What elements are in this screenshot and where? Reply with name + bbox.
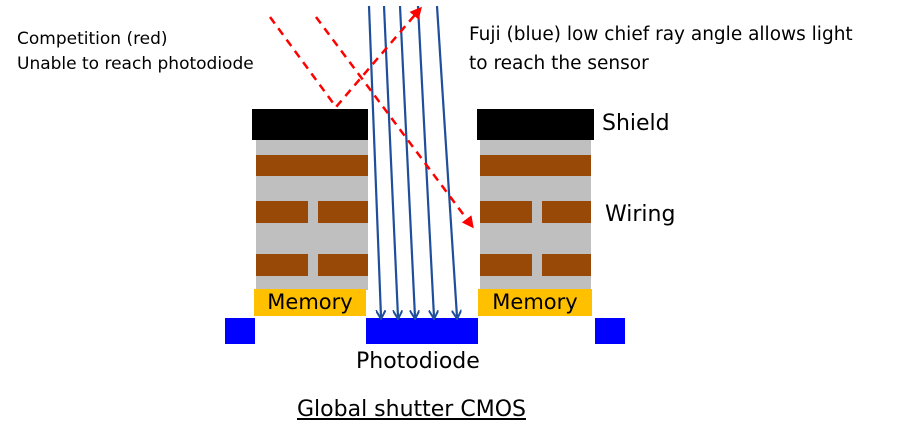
- left-wiring-mid-a: [256, 201, 308, 223]
- competition-ray-reflected: [268, 6, 422, 110]
- fuji-ray-4: [416, 5, 434, 317]
- photodiode-left-partial: [225, 318, 255, 344]
- photodiode-right-partial: [595, 318, 625, 344]
- left-shield: [252, 109, 368, 140]
- competition-light-rays: [268, 6, 474, 229]
- memory-right: Memory: [478, 289, 592, 316]
- competition-ray-blocked: [314, 16, 474, 229]
- right-wiring-mid-a: [480, 201, 532, 223]
- fuji-label-line1: Fuji (blue) low chief ray angle allows l…: [469, 24, 853, 45]
- fuji-ray-5: [435, 5, 457, 317]
- wiring-label: Wiring: [605, 202, 676, 227]
- fuji-label-line2: to reach the sensor: [469, 53, 649, 74]
- fuji-ray-1: [367, 5, 381, 317]
- photodiode-center: [366, 318, 478, 344]
- competition-label-line2: Unable to reach photodiode: [17, 54, 254, 74]
- memory-left: Memory: [254, 289, 366, 316]
- competition-label-line1: Competition (red): [17, 29, 168, 49]
- fuji-light-rays: [367, 5, 457, 317]
- left-wiring-mid-b: [318, 201, 368, 223]
- left-wiring-bot-a: [256, 254, 308, 276]
- right-wiring-bot-b: [542, 254, 591, 276]
- right-wiring-mid-b: [542, 201, 591, 223]
- right-shield: [477, 109, 594, 140]
- right-wiring-bot-a: [480, 254, 532, 276]
- left-wiring-bot-b: [318, 254, 368, 276]
- fuji-ray-3: [398, 5, 415, 317]
- fuji-ray-2: [382, 5, 398, 317]
- right-wiring-top: [480, 155, 591, 176]
- left-pixel-stack: [252, 109, 368, 290]
- right-pixel-stack: [477, 109, 594, 290]
- diagram-title: Global shutter CMOS: [297, 397, 526, 422]
- left-wiring-top: [256, 155, 368, 176]
- photodiode-label: Photodiode: [356, 349, 480, 374]
- shield-label: Shield: [602, 111, 670, 136]
